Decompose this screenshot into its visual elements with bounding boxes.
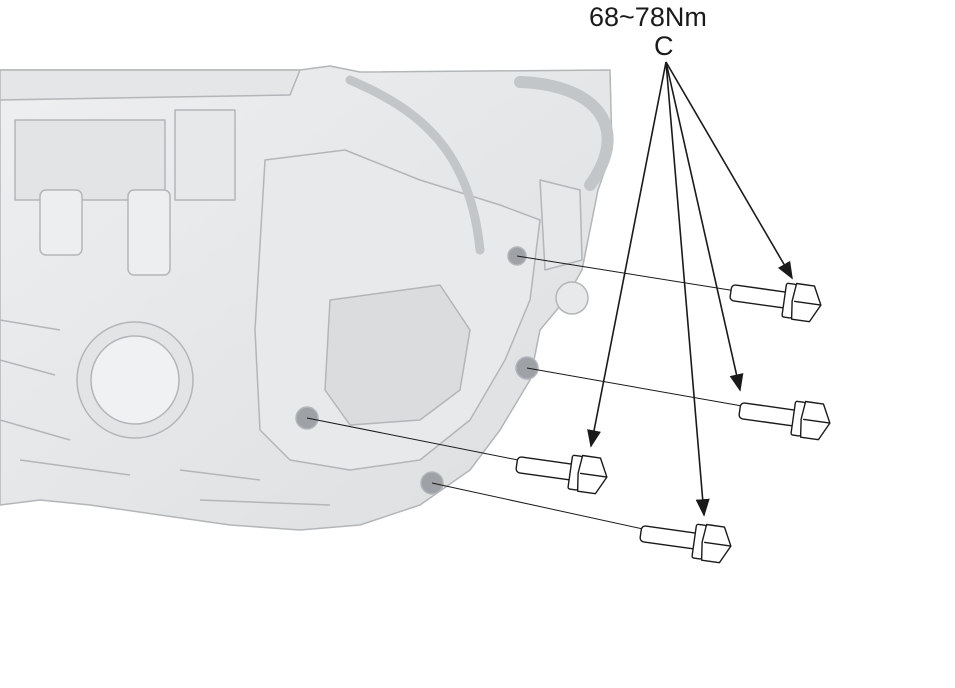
coil-pack-2 — [127, 189, 171, 276]
alignment-line-4 — [431, 482, 644, 530]
timing-cover-recess — [324, 284, 471, 426]
coil-pack-1 — [39, 189, 83, 256]
cylinder-head-top — [0, 69, 301, 101]
leader-arrow-4 — [665, 61, 710, 517]
breather-hose — [514, 76, 614, 191]
alignment-line-1 — [516, 255, 737, 292]
alignment-line-2 — [526, 367, 743, 407]
head-panel — [14, 119, 166, 201]
coolant-pipe — [345, 75, 485, 255]
bolt-hole-1 — [507, 246, 527, 266]
flange-bolt-icon — [738, 400, 831, 441]
flange-bolt-icon — [639, 523, 732, 564]
torque-spec-label: 68~78Nm — [589, 2, 707, 32]
leader-arrow-3 — [587, 61, 667, 448]
engine-block — [0, 65, 614, 531]
alignment-lines — [306, 255, 743, 530]
crank-seal-inner — [90, 335, 180, 425]
mount-boss — [555, 281, 589, 315]
flange-bolt-icon — [729, 282, 822, 323]
callout-leaders — [587, 61, 793, 517]
leader-arrow-2 — [665, 61, 744, 392]
flange-bolt-icon — [515, 454, 608, 495]
bolts — [515, 282, 831, 564]
callout-letter: C — [654, 31, 674, 61]
block-lower-ribs — [0, 319, 331, 506]
mount-bracket — [539, 179, 583, 271]
alignment-line-3 — [306, 417, 519, 461]
leader-arrow-1 — [665, 61, 793, 280]
injector-boss — [174, 109, 236, 201]
